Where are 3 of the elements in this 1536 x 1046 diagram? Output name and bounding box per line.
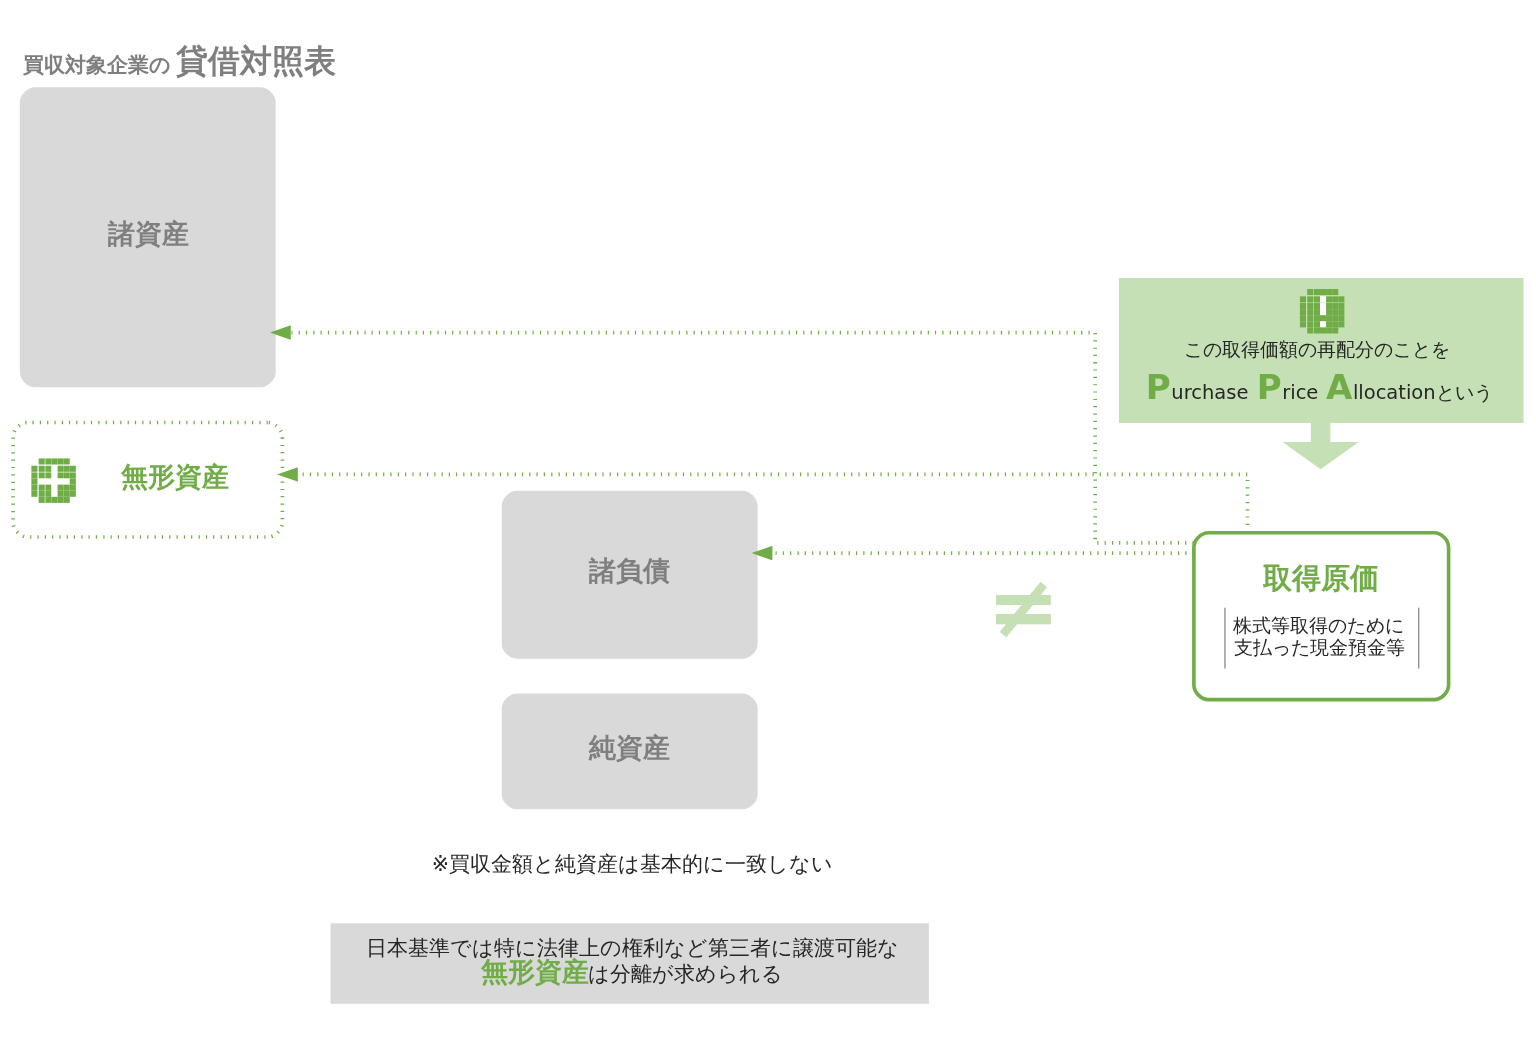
label: ※買収金額と純資産は基本的に一致しない <box>431 852 834 877</box>
diagram-title: 買収対象企業の 貸借対照表 <box>22 42 337 79</box>
label: ≠ <box>986 556 1061 659</box>
